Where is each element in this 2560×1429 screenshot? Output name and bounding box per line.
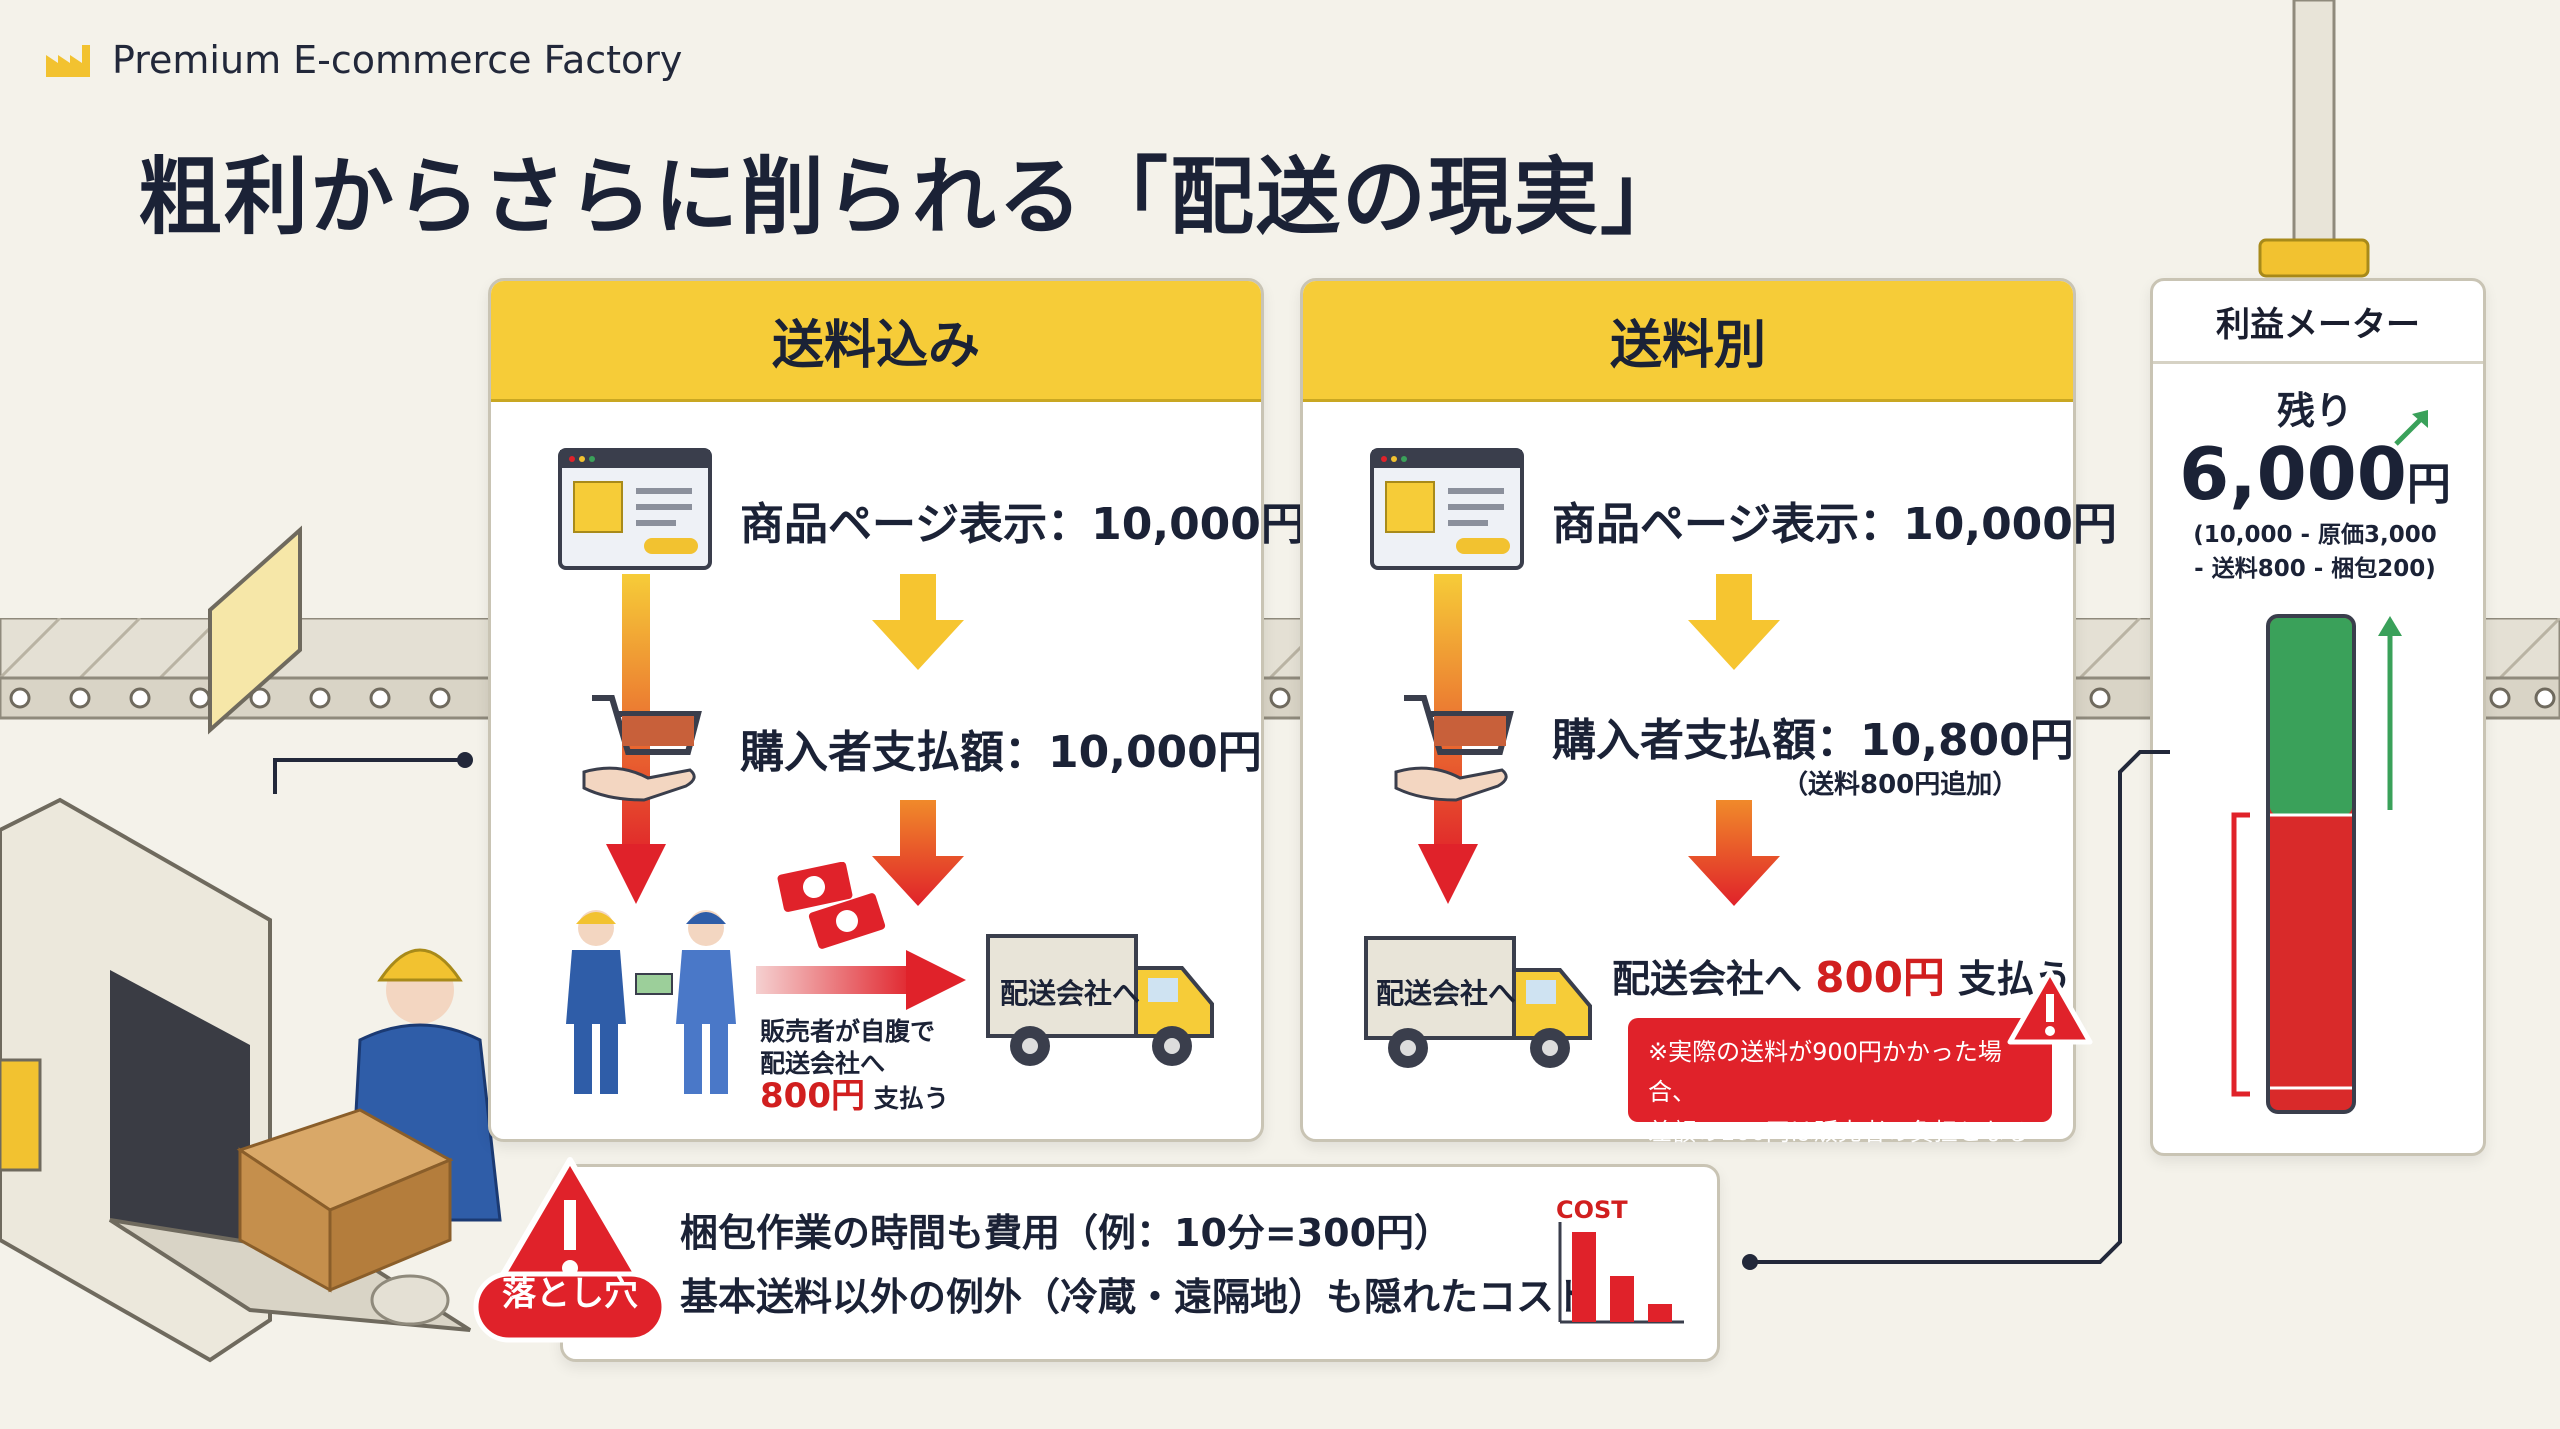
seller-amount: 800円 [760,1076,865,1116]
conveyor-belt [0,618,2560,720]
cart-hand-icon [1394,695,1514,802]
meter-amount: 6,000円 [2150,432,2480,516]
factory-icon [46,45,90,77]
meter-header: 利益メーター [2153,281,2483,364]
panel-header: 送料別 [1303,281,2073,402]
pay-amount: 800円 [1815,953,1945,1002]
left-buyer-paid: 購入者支払額：10,000円 [740,727,1262,778]
connector-line [1742,750,2170,1270]
meter-unit: 円 [2406,459,2451,510]
product-page-icon [558,448,712,570]
profit-gauge-fill [2270,618,2352,815]
pitfall-box [560,1164,1720,1362]
seller-note: 販売者が自腹で 配送会社へ 800円 支払う [760,1016,949,1115]
cost-bar-chart-icon [1558,1222,1684,1324]
shipping-warning-box: ※実際の送料が900円かかった場合、 差額の100円は販売者の負担となる [1628,1018,2052,1146]
cart-hand-icon [582,695,702,802]
up-right-arrow-icon [2394,410,2428,446]
right-buyer-paid: 購入者支払額：10,800円 [1552,715,2074,766]
meter-amount-value: 6,000 [2179,432,2407,516]
seller-note-line1: 販売者が自腹で [760,1017,936,1046]
right-buyer-note: （送料800円追加） [1782,770,2019,800]
down-arrow-icon [872,800,964,906]
delivery-truck-icon [986,934,1214,1066]
warning-line1: ※実際の送料が900円かかった場合、 [1648,1038,2002,1106]
down-arrow-icon [1688,574,1780,670]
formula-line1: (10,000 - 原価3,000 [2193,522,2437,548]
brand: Premium E-commerce Factory [44,38,682,82]
right-truck-label: 配送会社へ [1376,977,1517,1010]
right-product-price: 商品ページ表示：10,000円 [1552,499,2117,550]
down-arrow-icon [872,574,964,670]
cost-chart-label: COST [1556,1196,1628,1224]
page-title: 粗利からさらに削られる「配送の現実」 [138,148,1687,246]
pitfall-badge-label: 落とし穴 [502,1274,638,1314]
down-arrow-icon [1688,800,1780,906]
meter-formula: (10,000 - 原価3,000 - 送料800 - 梱包200) [2150,518,2480,586]
ceiling-pipe [2258,0,2370,278]
packing-worker-illustration [0,525,502,1363]
formula-line2: - 送料800 - 梱包200) [2194,556,2436,582]
warning-line2: 差額の100円は販売者の負担となる [1648,1118,2030,1146]
left-truck-label: 配送会社へ [1000,977,1141,1010]
workers-handover-illustration [566,910,736,1094]
pay-prefix: 配送会社へ [1612,957,1803,1001]
profit-gauge [2231,614,2402,1114]
meter-remaining-label: 残り [2276,389,2353,433]
payment-arrow [756,950,966,1010]
warning-icon [2007,969,2093,1045]
yen-bills-icon [777,862,886,949]
product-page-icon [1370,448,1524,570]
pitfall-warning-badge [473,1157,667,1343]
seller-pay: 支払う [873,1084,949,1113]
delivery-truck-icon [1364,936,1592,1068]
pitfall-line1: 梱包作業の時間も費用（例：10分=300円） [680,1211,1453,1255]
panel-header: 送料込み [491,281,1261,402]
seller-note-line2: 配送会社へ [760,1049,886,1078]
brand-name: Premium E-commerce Factory [112,38,683,82]
left-product-price: 商品ページ表示：10,000円 [740,499,1305,550]
pitfall-line2: 基本送料以外の例外（冷蔵・遠隔地）も隠れたコスト [680,1275,1593,1319]
